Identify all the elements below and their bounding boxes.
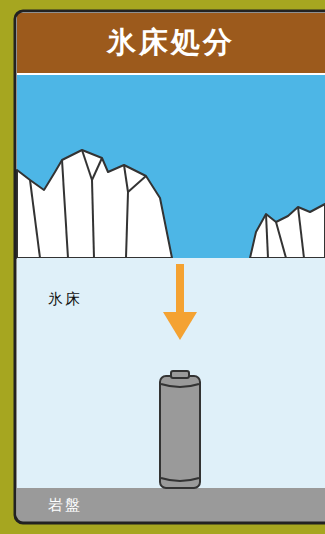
bedrock-band: 岩盤 [17, 488, 325, 522]
sky [17, 75, 325, 258]
waste-canister [160, 371, 200, 488]
card [15, 11, 325, 523]
card-border [15, 11, 325, 523]
title-bar [17, 13, 325, 73]
ice-peaks [17, 150, 325, 258]
down-arrow [163, 264, 197, 340]
title: 氷床処分 [17, 13, 325, 73]
ice-sheet-band: 氷床 [17, 258, 325, 488]
band-label: 岩盤 [48, 496, 82, 515]
band-label: 氷床 [48, 290, 82, 309]
